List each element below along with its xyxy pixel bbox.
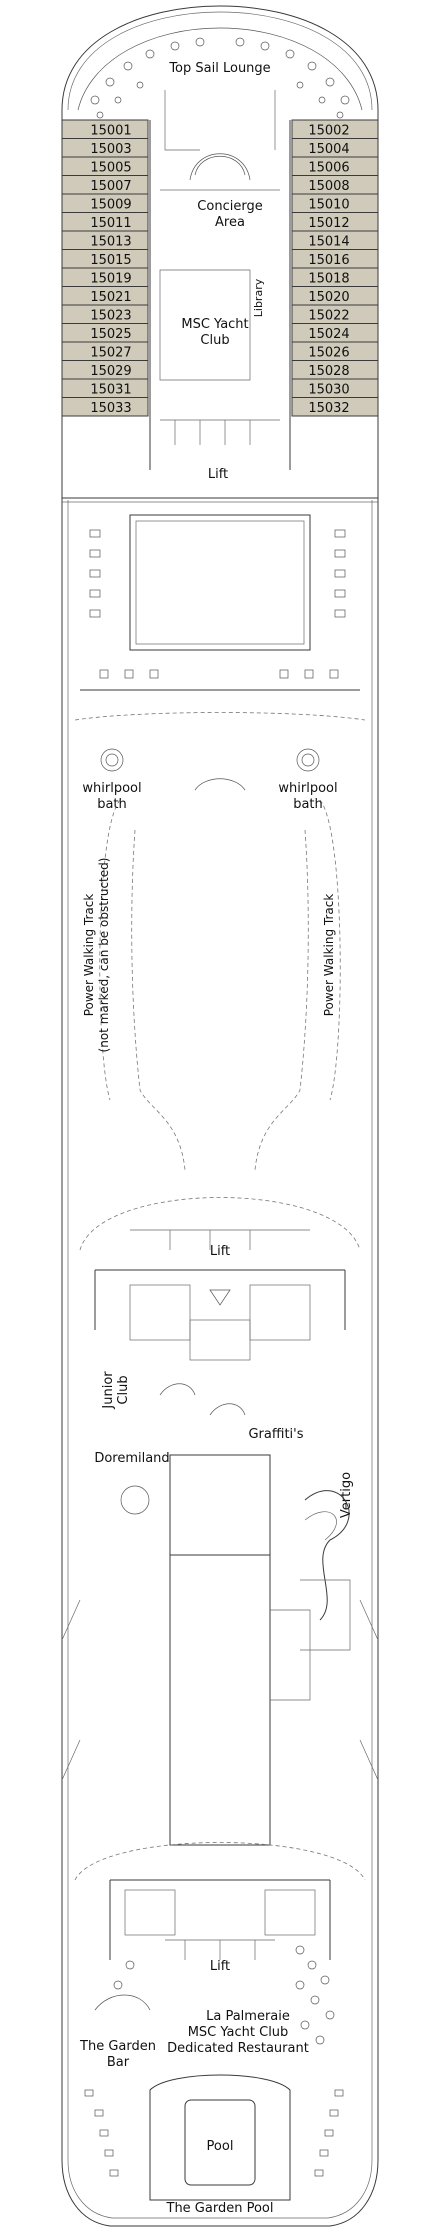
- concierge-area-label-line1: Concierge: [197, 199, 262, 214]
- cabin-number-15003: 15003: [90, 142, 131, 157]
- cabin-number-15032: 15032: [308, 401, 349, 416]
- vertigo-label: Vertigo: [339, 1472, 354, 1518]
- cabin-number-15014: 15014: [308, 234, 349, 249]
- cabin-number-15023: 15023: [90, 308, 131, 323]
- yacht-club-label-line2: Club: [200, 333, 229, 348]
- midship-area: Lift Junior Club Graffiti's Doremiland V…: [79, 1197, 361, 1651]
- cabin-number-15007: 15007: [90, 179, 131, 194]
- whirlpool-right-label-line1: whirlpool: [278, 781, 337, 796]
- garden-bar-label-line1: The Garden: [79, 2039, 156, 2054]
- cabin-number-15012: 15012: [308, 216, 349, 231]
- concierge-area-label-line2: Area: [215, 215, 245, 230]
- forward-central-area: Concierge Area Library MSC Yacht Club Li…: [149, 90, 291, 482]
- cabin-number-15024: 15024: [308, 327, 349, 342]
- pool-label: Pool: [207, 2139, 234, 2154]
- cabin-15032: [291, 397, 379, 417]
- garden-bar-label-line2: Bar: [107, 2055, 130, 2070]
- whirlpool-left-label-line1: whirlpool: [82, 781, 141, 796]
- aft-corridor: [61, 1554, 379, 1846]
- doremiland-label: Doremiland: [94, 1451, 169, 1466]
- yacht-club-label-line1: MSC Yacht: [181, 317, 248, 332]
- cabin-number-15002: 15002: [308, 123, 349, 138]
- cabin-number-15001: 15001: [90, 123, 131, 138]
- lift-forward-label: Lift: [208, 467, 228, 482]
- cabin-number-15013: 15013: [90, 234, 131, 249]
- cabin-number-15030: 15030: [308, 382, 349, 397]
- track-right-label: Power Walking Track: [322, 894, 336, 1017]
- cabin-number-15029: 15029: [90, 364, 131, 379]
- palmeraie-label-line2: MSC Yacht Club: [188, 2025, 289, 2040]
- cabin-number-15018: 15018: [308, 271, 349, 286]
- cabin-number-15011: 15011: [90, 216, 131, 231]
- library-label: Library: [252, 278, 265, 317]
- cabin-number-15005: 15005: [90, 160, 131, 175]
- cabin-number-15008: 15008: [308, 179, 349, 194]
- cabin-number-15010: 15010: [308, 197, 349, 212]
- cabin-number-15006: 15006: [308, 160, 349, 175]
- whirlpool-area: whirlpool bath whirlpool bath: [74, 712, 366, 812]
- track-left-label-line2: (not marked, can be obstructed): [97, 858, 111, 1053]
- forward-pool-deck: [89, 514, 346, 679]
- cabins-right: 15002 15004 15006 15008 15010 15012 15014 15016…: [291, 119, 379, 417]
- top-sail-lounge-label: Top Sail Lounge: [168, 61, 270, 76]
- junior-club-label-line1: Junior: [101, 1371, 116, 1410]
- cabin-number-15025: 15025: [90, 327, 131, 342]
- cabin-number-15022: 15022: [308, 308, 349, 323]
- cabin-number-15019: 15019: [90, 271, 131, 286]
- garden-pool-label: The Garden Pool: [166, 2201, 274, 2216]
- cabin-15033: [61, 397, 149, 417]
- junior-club-label-line2: Club: [116, 1375, 131, 1404]
- aft-area: Lift The Garden Bar La Palmeraie MSC Yac…: [74, 1842, 366, 2216]
- cabin-number-15015: 15015: [90, 253, 131, 268]
- cabin-number-15016: 15016: [308, 253, 349, 268]
- cabin-number-15033: 15033: [90, 401, 131, 416]
- power-walking-track: Power Walking Track (not marked, can be …: [82, 799, 341, 1171]
- cabin-number-15031: 15031: [90, 382, 131, 397]
- whirlpool-left-label-line2: bath: [97, 797, 127, 812]
- cabin-number-15028: 15028: [308, 364, 349, 379]
- lift-midship-label: Lift: [210, 1244, 230, 1259]
- palmeraie-label-line1: La Palmeraie: [206, 2009, 290, 2024]
- graffitis-label: Graffiti's: [248, 1427, 303, 1442]
- hull-outline: [61, 5, 379, 2227]
- cabins-left: 15001 15003 15005 15007 15009 15011 15013 15015…: [61, 119, 149, 417]
- track-left-label-line1: Power Walking Track: [82, 894, 96, 1017]
- top-sail-lounge: Top Sail Lounge: [77, 27, 363, 119]
- cabin-number-15021: 15021: [90, 290, 131, 305]
- cabin-number-15027: 15027: [90, 345, 131, 360]
- cabin-number-15009: 15009: [90, 197, 131, 212]
- cabin-number-15020: 15020: [308, 290, 349, 305]
- palmeraie-label-line3: Dedicated Restaurant: [167, 2041, 309, 2056]
- whirlpool-right-label-line2: bath: [293, 797, 323, 812]
- cabin-number-15004: 15004: [308, 142, 349, 157]
- cabin-number-15026: 15026: [308, 345, 349, 360]
- lift-aft-label: Lift: [210, 1959, 230, 1974]
